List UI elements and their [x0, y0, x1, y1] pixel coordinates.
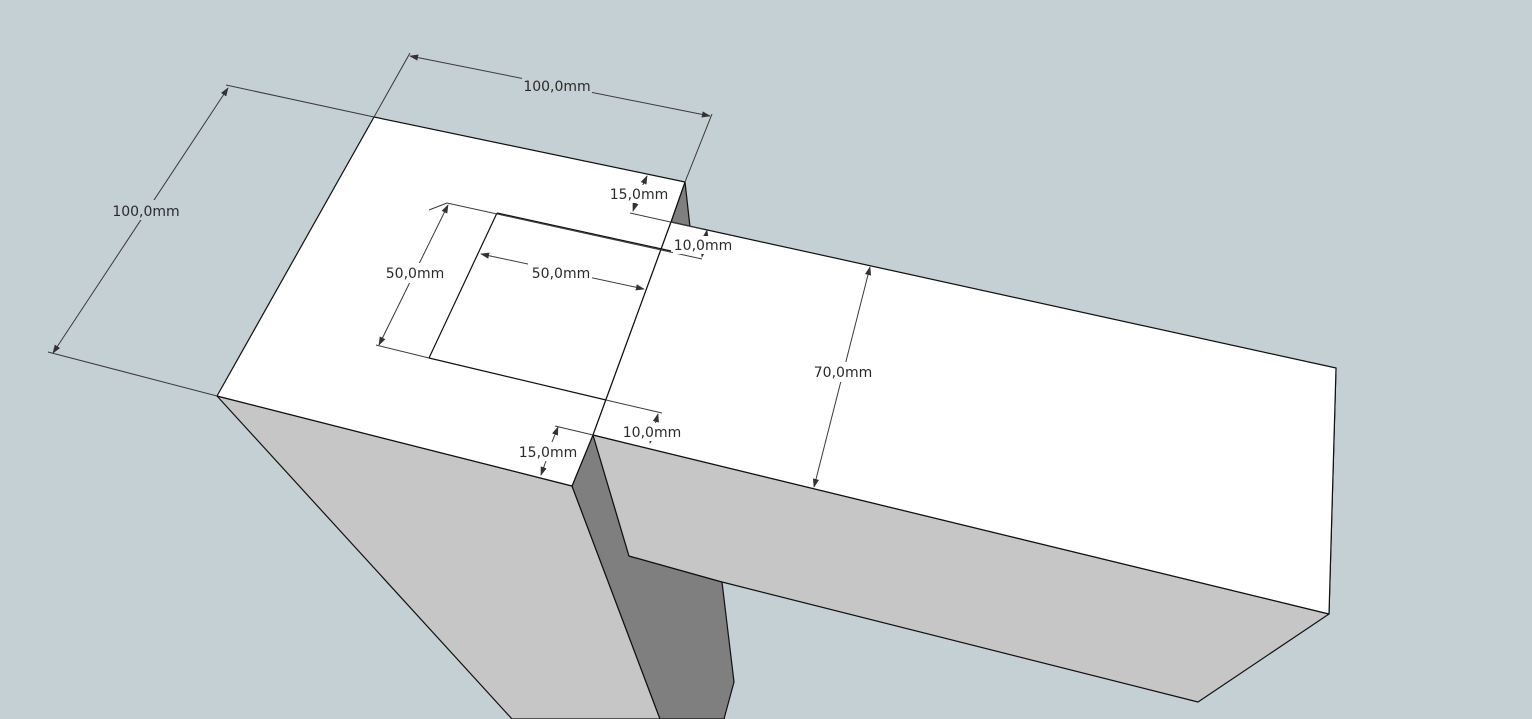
dimension-top-gap[interactable]: 10,0mm: [446, 202, 733, 260]
beam-top-face: [592, 221, 1337, 615]
dim-label-top-offset: 15,0mm: [610, 187, 668, 203]
mortise-top-edge: [496, 212, 672, 252]
dim-label-bottom-offset: 15,0mm: [519, 445, 577, 461]
top-surface[interactable]: [216, 116, 1337, 615]
dim-label-post-width: 100,0mm: [523, 79, 590, 95]
dim-label-mortise-length: 50,0mm: [386, 266, 444, 282]
dimension-beam-depth[interactable]: 70,0mm: [812, 266, 874, 488]
dimension-bottom-offset[interactable]: 15,0mm: [518, 425, 594, 476]
dim-label-beam-depth: 70,0mm: [814, 365, 872, 381]
dimension-bottom-gap[interactable]: 10,0mm: [605, 399, 682, 444]
dimension-post-width[interactable]: 100,0mm: [373, 52, 713, 183]
dim-line: [52, 87, 229, 354]
dim-label-mortise-width: 50,0mm: [532, 266, 590, 282]
dim-label-top-gap: 10,0mm: [674, 238, 732, 254]
mortise-bottom-edge: [428, 357, 607, 401]
dim-line: [551, 426, 559, 443]
dimension-mortise-length[interactable]: 50,0mm: [375, 202, 449, 359]
dimension-mortise-width[interactable]: 50,0mm: [480, 252, 645, 291]
dim-label-post-depth: 100,0mm: [112, 204, 179, 220]
dim-label-bottom-gap: 10,0mm: [623, 425, 681, 441]
dimension-post-depth[interactable]: 100,0mm: [47, 84, 375, 397]
dimension-top-offset[interactable]: 15,0mm: [609, 175, 703, 230]
